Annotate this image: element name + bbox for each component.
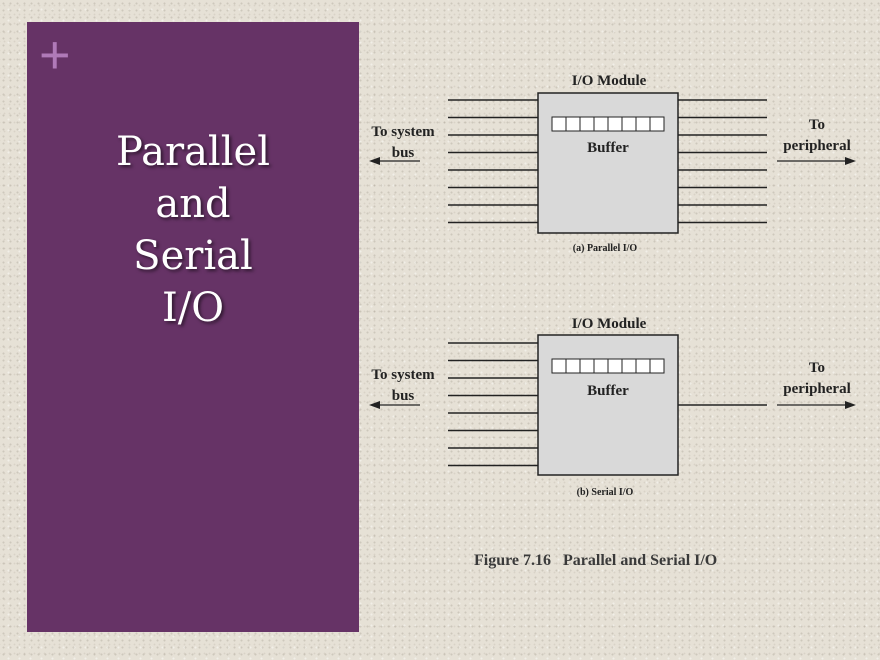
title-panel xyxy=(27,22,359,632)
serial-buffer-cell xyxy=(621,358,637,374)
parallel-module-box xyxy=(537,92,679,234)
figure-caption: Figure 7.16 Parallel and Serial I/O xyxy=(474,552,718,569)
serial-left-label-1: To system xyxy=(371,367,435,383)
parallel-subcaption: (a) Parallel I/O xyxy=(573,243,638,254)
parallel-buffer-cell xyxy=(607,116,623,132)
serial-buffer-cell xyxy=(565,358,581,374)
parallel-buffer-cell xyxy=(593,116,609,132)
serial-buffer-cell xyxy=(593,358,609,374)
parallel-buffer-label: Buffer xyxy=(587,140,629,156)
serial-io-figure: I/O Module Buffer To system bus To perip… xyxy=(369,316,856,498)
serial-buffer-cells xyxy=(551,358,665,374)
parallel-buffer-cell xyxy=(649,116,665,132)
parallel-left-label-1: To system xyxy=(371,124,435,140)
parallel-bus-arrow xyxy=(369,157,420,165)
parallel-buffer-cell xyxy=(621,116,637,132)
parallel-buffer-cell xyxy=(565,116,581,132)
serial-right-label-2: peripheral xyxy=(783,381,851,397)
serial-module-label: I/O Module xyxy=(572,316,647,332)
serial-left-label-2: bus xyxy=(392,388,415,404)
serial-subcaption: (b) Serial I/O xyxy=(577,487,634,498)
plus-icon: + xyxy=(39,25,71,85)
serial-right-label-1: To xyxy=(809,360,825,376)
parallel-peripheral-lines xyxy=(678,99,767,224)
parallel-buffer-cell xyxy=(635,116,651,132)
serial-peripheral-arrow xyxy=(777,401,856,409)
io-diagram: I/O Module Buffer To system bus To perip… xyxy=(369,73,856,498)
parallel-buffer-cell xyxy=(579,116,595,132)
serial-buffer-cell xyxy=(579,358,595,374)
serial-buffer-cell xyxy=(649,358,665,374)
parallel-left-label-2: bus xyxy=(392,145,415,161)
parallel-buffer-cells xyxy=(551,116,665,132)
parallel-right-label-1: To xyxy=(809,117,825,133)
serial-buffer-cell xyxy=(635,358,651,374)
parallel-buffer-cell xyxy=(551,116,567,132)
serial-buffer-cell xyxy=(551,358,567,374)
serial-bus-arrow xyxy=(369,401,420,409)
parallel-io-figure: I/O Module Buffer To system bus To perip… xyxy=(369,73,856,254)
serial-buffer-label: Buffer xyxy=(587,383,629,399)
serial-module-box xyxy=(537,334,679,476)
serial-bus-lines xyxy=(448,342,538,467)
parallel-module-label: I/O Module xyxy=(572,73,647,89)
serial-buffer-cell xyxy=(607,358,623,374)
parallel-peripheral-arrow xyxy=(777,157,856,165)
parallel-bus-lines xyxy=(448,99,538,224)
slide-title: Parallel and Serial I/O xyxy=(116,129,270,331)
parallel-right-label-2: peripheral xyxy=(783,138,851,154)
